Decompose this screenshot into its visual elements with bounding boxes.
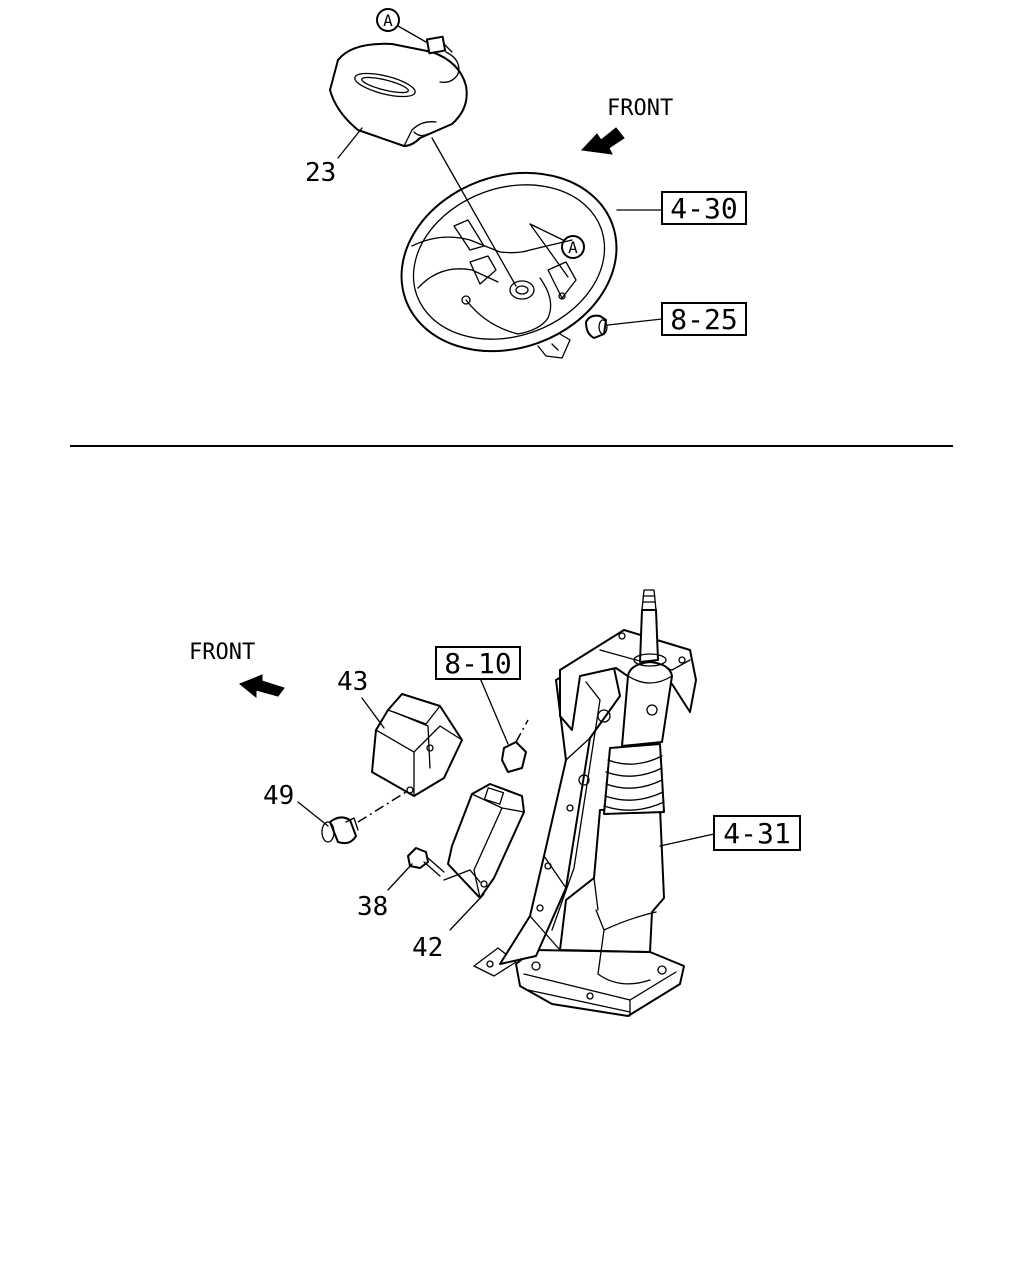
ref-label-8-25[interactable]: 8-25 [670, 303, 737, 336]
front-label-top: FRONT [607, 96, 673, 121]
ref-label-8-10[interactable]: 8-10 [444, 647, 511, 680]
ref-label-4-30[interactable]: 4-30 [670, 192, 737, 225]
steering-column-illustration [473, 589, 697, 1017]
top-view: A 23 FRONT [305, 8, 747, 359]
front-indicator-bottom: FRONT [189, 640, 285, 699]
marker-a-top-label: A [383, 11, 393, 30]
front-arrow-top-icon [580, 127, 625, 155]
part-number-38: 38 [357, 892, 388, 922]
ref-box-4-30[interactable] [661, 191, 747, 225]
part-number-23: 23 [305, 158, 336, 188]
ref-box-8-25[interactable] [661, 302, 747, 336]
bolt-illustration [407, 847, 481, 883]
bottom-view: FRONT 43 49 8-10 [189, 589, 801, 1017]
front-label-bottom: FRONT [189, 640, 255, 665]
cover-bracket-illustration [371, 693, 463, 797]
ref-box-4-31[interactable] [713, 815, 801, 851]
front-arrow-bottom-icon [239, 674, 285, 699]
part-number-49: 49 [263, 781, 294, 811]
marker-a-wheel-label: A [568, 238, 578, 257]
part-number-43: 43 [337, 667, 368, 697]
ref-box-8-10[interactable] [435, 646, 521, 680]
airbag-module-illustration [329, 35, 468, 147]
connector-marker-a-wheel: A [529, 223, 585, 278]
connector-illustration [501, 719, 529, 773]
connector-marker-a-top: A [376, 8, 427, 43]
steering-wheel-illustration [400, 171, 618, 359]
combination-switch-illustration [585, 314, 608, 339]
ref-label-4-31[interactable]: 4-31 [723, 817, 790, 850]
part-number-42: 42 [412, 933, 443, 963]
clip-illustration [321, 816, 359, 845]
front-indicator-top: FRONT [580, 96, 673, 155]
control-module-illustration [447, 783, 525, 899]
